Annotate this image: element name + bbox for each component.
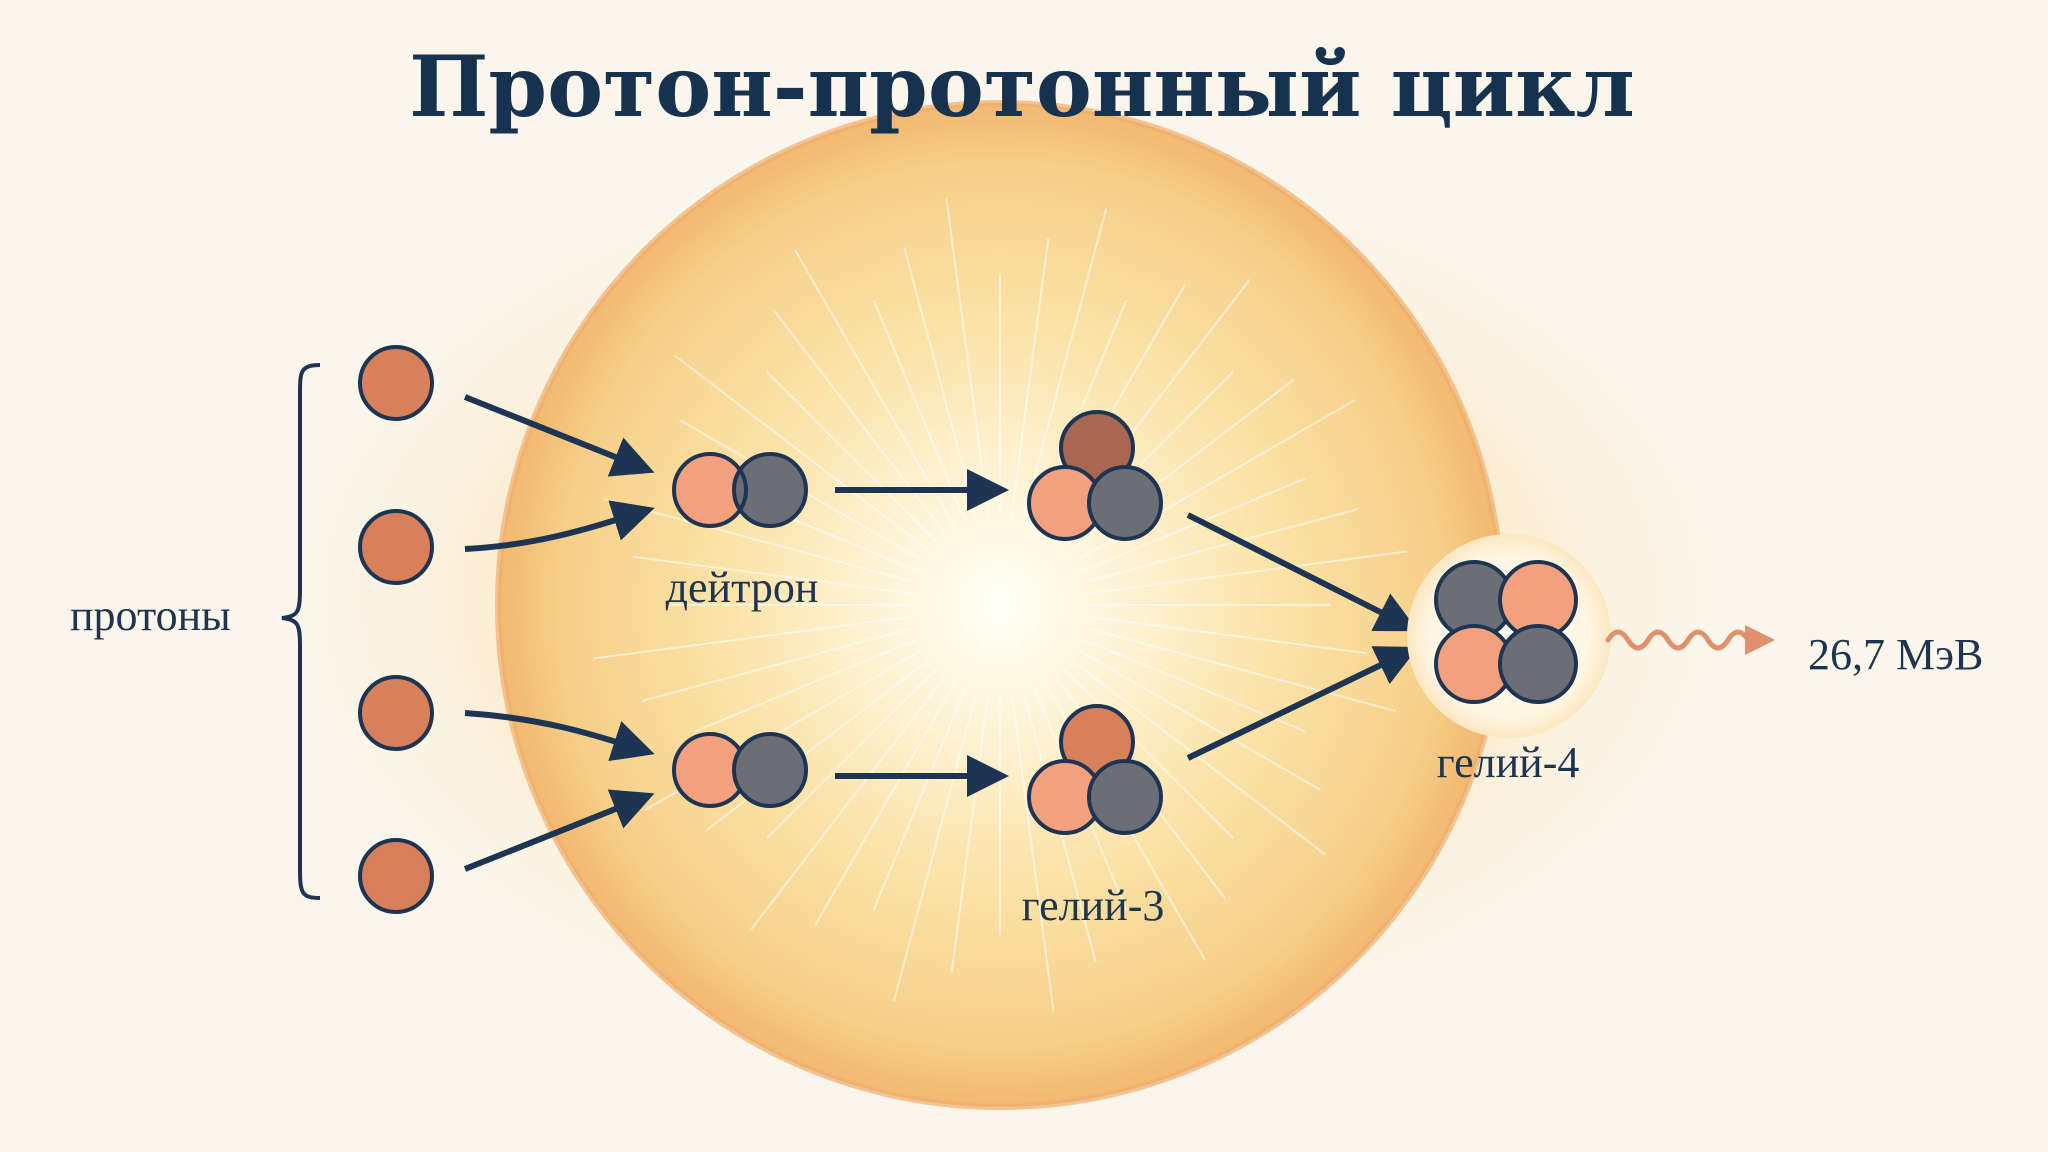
proton-1 bbox=[358, 345, 434, 421]
sun-ray bbox=[903, 247, 978, 519]
sun-body bbox=[498, 103, 1502, 1107]
sun-ray bbox=[1082, 638, 1306, 733]
protons-label: протоны bbox=[70, 591, 231, 640]
diagram-title: Протон-протонный цикл bbox=[409, 37, 1635, 136]
arrow-proton4-to-deuteron2 bbox=[463, 789, 655, 872]
sun-ray bbox=[694, 638, 918, 733]
sun-ray bbox=[749, 675, 947, 931]
arrow-proton3-to-deuteron2 bbox=[464, 710, 655, 762]
sun-ray bbox=[1010, 238, 1050, 516]
sun-ray bbox=[950, 694, 990, 972]
sun-ray bbox=[765, 370, 938, 543]
sun-ray bbox=[1086, 627, 1397, 713]
arrow-helium3-bottom-to-helium4 bbox=[1186, 646, 1419, 761]
sun-ray bbox=[1089, 615, 1367, 655]
sun-ray bbox=[1089, 550, 1407, 595]
helium4-cluster bbox=[1434, 560, 1578, 704]
helium3-top bbox=[1027, 410, 1163, 541]
helium3-label: гелий-3 bbox=[1022, 881, 1165, 930]
proton-3 bbox=[358, 675, 434, 751]
sun-ray bbox=[1086, 508, 1358, 583]
energy-label: 26,7 МэВ bbox=[1808, 630, 1983, 679]
arrow-helium3-top-to-helium4 bbox=[1186, 512, 1419, 632]
arrow-proton2-to-deuteron1 bbox=[464, 500, 655, 552]
helium4-label: гелий-4 bbox=[1437, 738, 1580, 787]
sun-ray bbox=[1022, 208, 1108, 519]
deuteron-1 bbox=[672, 452, 808, 528]
helium3-bottom bbox=[1027, 704, 1163, 835]
sun-ray bbox=[633, 555, 911, 595]
helium4-glow bbox=[1407, 534, 1611, 738]
sun-ray bbox=[794, 249, 956, 528]
sun-ray bbox=[1062, 667, 1235, 840]
deuteron-2 bbox=[672, 732, 808, 808]
sun-ray bbox=[872, 687, 967, 911]
sun-ray bbox=[603, 497, 914, 583]
sun-ray bbox=[872, 299, 967, 523]
sun-ray bbox=[642, 627, 914, 702]
sun-ray bbox=[705, 658, 930, 832]
sun-ray bbox=[674, 354, 930, 552]
protons-bracket bbox=[281, 363, 321, 900]
sun-ray bbox=[773, 310, 947, 535]
arrow-proton1-to-deuteron1 bbox=[463, 394, 655, 477]
sun-ray bbox=[593, 615, 911, 660]
sun-ray bbox=[814, 682, 956, 926]
sun-ray bbox=[1077, 649, 1321, 791]
sun-ray bbox=[1082, 477, 1306, 572]
sun-ray bbox=[1070, 658, 1326, 856]
sun-ray bbox=[1010, 694, 1055, 1012]
gamma-wave-arrow bbox=[1605, 625, 1775, 655]
proton-4 bbox=[358, 838, 434, 914]
deuteron-label: дейтрон bbox=[666, 563, 819, 612]
proton-2 bbox=[358, 509, 434, 585]
sun-ray bbox=[765, 667, 938, 840]
sun-ray bbox=[945, 198, 990, 516]
sun-ray bbox=[892, 691, 978, 1002]
